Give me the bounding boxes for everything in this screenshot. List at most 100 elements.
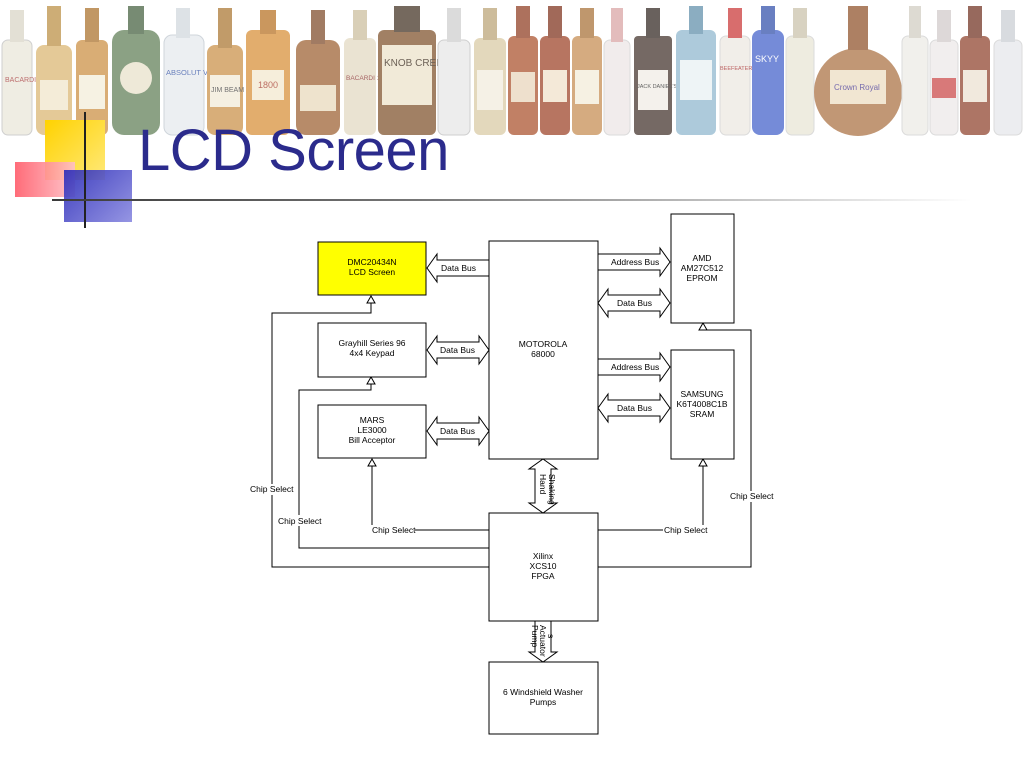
bottle: ABSOLUT VODKA [163, 8, 229, 136]
bottle [76, 8, 108, 135]
chip-select-line-keypad [298, 378, 489, 549]
block-label-line: LE3000 [357, 425, 387, 435]
chip-select-line-sram [598, 460, 704, 531]
bus-label: Data Bus [440, 345, 475, 355]
bottle [993, 10, 1023, 136]
block-label-line: Bill Acceptor [349, 435, 396, 445]
pump-actuators-label: Actuator [538, 625, 548, 657]
bottle [437, 8, 471, 136]
arrow-head [366, 375, 376, 385]
bottle-banner-image: BACARDI ABSOLUT VODKA JIM BEAM 1800 BACA… [0, 0, 1024, 140]
chip-select-line-bill [371, 460, 489, 531]
page-title: LCD Screen [138, 118, 449, 183]
block-label-line: AM27C512 [681, 263, 724, 273]
bottle-label: JIM BEAM [211, 87, 244, 94]
block-label-line: Grayhill Series 96 [338, 338, 405, 348]
bottle [474, 8, 506, 135]
block-label-line: DMC20434N [347, 257, 396, 267]
bottle [785, 8, 815, 136]
data-bus-arrow-keypad [426, 334, 490, 366]
bus-label: Data Bus [441, 263, 476, 273]
data-bus-arrow-lcd [426, 252, 490, 284]
bottle [112, 6, 160, 135]
chip-select-label: Chip Select [664, 525, 708, 535]
arrow-head [366, 294, 376, 304]
bottle [960, 6, 990, 135]
block-label-line: AMD [693, 253, 712, 263]
handshaking-label: Shaking [547, 474, 557, 505]
bottle: JIM BEAM [207, 8, 244, 135]
title-underline [52, 199, 972, 201]
bus-label: Data Bus [617, 298, 652, 308]
block-label-line: 6 Windshield Washer [503, 687, 583, 697]
bottle [508, 6, 538, 135]
pump-actuators-label: s [546, 634, 556, 638]
fpga-block [488, 512, 599, 622]
data-bus-arrow-eprom [597, 287, 671, 319]
block-label-line: LCD Screen [349, 267, 396, 277]
bottle-label: KNOB CREEK [384, 58, 450, 69]
bottle: BACARDI [1, 10, 36, 136]
bottle: 1800 [246, 10, 290, 135]
bottle [572, 8, 602, 135]
handshaking-label: Hand [538, 474, 548, 495]
bottle [603, 8, 631, 136]
arrow-head [698, 321, 708, 331]
bottle-label: BACARDI [5, 77, 36, 84]
bill-acceptor-block [317, 404, 427, 459]
bottle [36, 6, 72, 135]
pump-actuators-label: Pump [530, 625, 540, 647]
bus-label: Address Bus [611, 257, 659, 267]
block-label-line: K6T4008C1B [676, 399, 727, 409]
bottle: JACK DANIEL'S [634, 8, 678, 135]
block-label-line: XCS10 [530, 561, 557, 571]
bottle-label: SKYY [755, 54, 779, 64]
chip-select-label: Chip Select [250, 484, 294, 494]
bus-label: Data Bus [617, 403, 652, 413]
bottle-label: 1800 [258, 80, 278, 90]
address-bus-arrow-eprom [597, 246, 671, 278]
bottle: Crown Royal [814, 6, 902, 136]
motorola-cpu-block [488, 240, 599, 460]
bottle-label: Crown Royal [834, 83, 880, 92]
bottle [540, 6, 570, 135]
bottle [901, 6, 929, 136]
decorative-square-blue [64, 170, 132, 222]
block-label-line: SRAM [690, 409, 715, 419]
block-label-line: 4x4 Keypad [350, 348, 395, 358]
eprom-block [670, 213, 735, 324]
bottle [929, 10, 959, 136]
arrow-head [367, 457, 377, 467]
bottle-label: BEEFEATER [720, 66, 752, 72]
chip-select-label: Chip Select [278, 516, 322, 526]
sram-block [670, 349, 735, 460]
lcd-screen-block [317, 241, 427, 296]
address-bus-arrow-sram [597, 351, 671, 383]
bottle: BEEFEATER [719, 8, 752, 136]
block-label-line: MARS [360, 415, 385, 425]
arrow-head [698, 457, 708, 467]
chip-select-label: Chip Select [372, 525, 416, 535]
block-label-line: Xilinx [533, 551, 554, 561]
pump-actuators-arrow [527, 620, 559, 663]
bus-label: Address Bus [611, 362, 659, 372]
block-label-line: EPROM [686, 273, 717, 283]
block-label-line: SAMSUNG [681, 389, 724, 399]
bottle [676, 6, 716, 135]
bottle: SKYY [752, 6, 784, 135]
block-label-line: 68000 [531, 349, 555, 359]
keypad-block [317, 322, 427, 378]
bottle-label: ABSOLUT VODKA [166, 68, 229, 77]
bottle: BACARDI 151 [344, 10, 388, 135]
decorative-vertical-line [84, 112, 86, 228]
bottle [296, 10, 340, 135]
block-label-line: FPGA [531, 571, 554, 581]
handshaking-arrow [527, 458, 559, 514]
bottle-label: BACARDI 151 [346, 75, 388, 82]
block-label-line: Pumps [530, 697, 556, 707]
chip-select-label: Chip Select [730, 491, 774, 501]
data-bus-arrow-sram [597, 392, 671, 424]
pumps-block [488, 661, 599, 735]
chip-select-line-lcd [271, 297, 489, 568]
